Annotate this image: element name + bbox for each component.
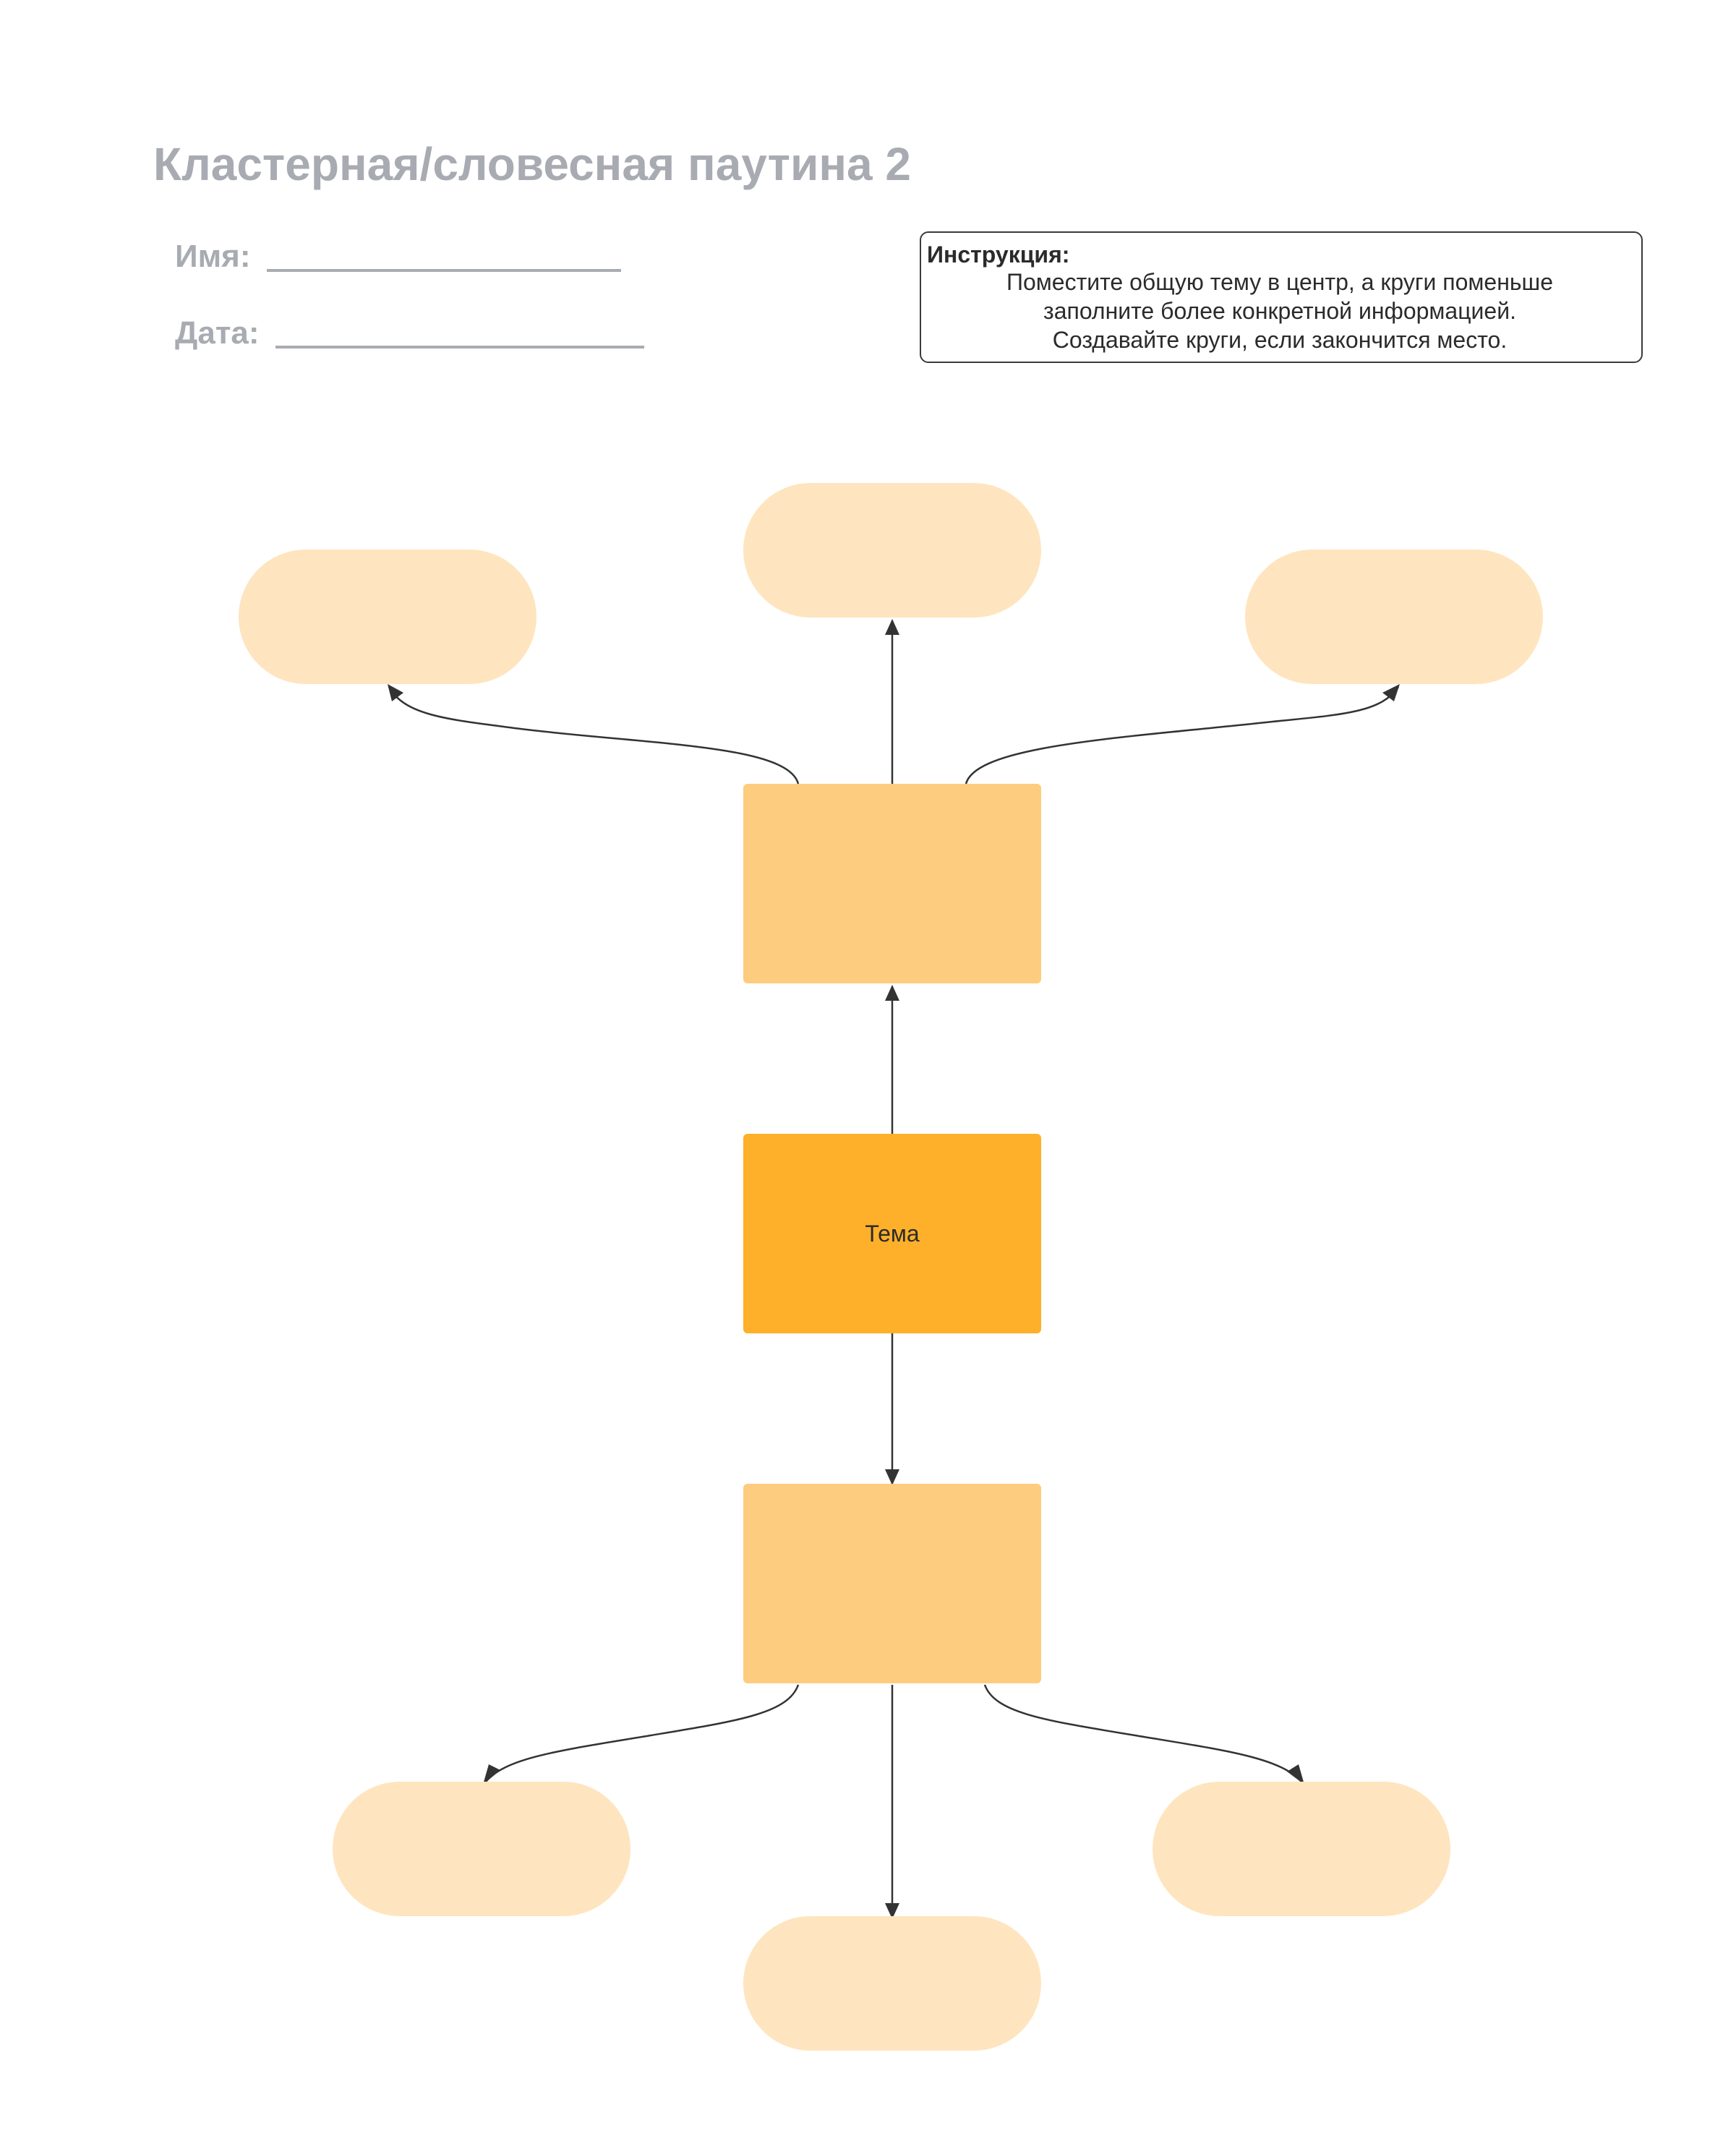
date-label: Дата:	[175, 315, 260, 351]
page-title: Кластерная/словесная паутина 2	[153, 138, 911, 190]
connector-arrow	[965, 686, 1400, 785]
detail-node-bottom[interactable]	[743, 1916, 1041, 2051]
arrowhead	[885, 1469, 899, 1485]
detail-node-lower-right[interactable]	[1153, 1782, 1450, 1916]
arrowhead	[1287, 1764, 1304, 1785]
topic-label: Тема	[865, 1220, 920, 1247]
arrowhead	[388, 684, 403, 701]
topic-node[interactable]: Тема	[743, 1134, 1041, 1333]
arrowhead	[885, 985, 899, 1001]
detail-node-top[interactable]	[743, 483, 1041, 618]
instructions-heading: Инструкция:	[927, 242, 1070, 268]
instructions-text: Поместите общую тему в центр, а круги по…	[927, 268, 1633, 354]
name-input-line[interactable]	[266, 237, 621, 272]
detail-node-upper-right[interactable]	[1245, 550, 1543, 684]
instructions-line: Создавайте круги, если закончится место.	[1052, 327, 1508, 353]
instructions-box: Инструкция: Поместите общую тему в центр…	[920, 231, 1643, 363]
detail-node-upper-left[interactable]	[239, 550, 536, 684]
instructions-line: Поместите общую тему в центр, а круги по…	[1006, 269, 1553, 295]
subtopic-node-upper[interactable]	[743, 784, 1041, 983]
subtopic-node-lower[interactable]	[743, 1484, 1041, 1683]
name-label: Имя:	[175, 239, 251, 274]
name-field: Имя:	[175, 237, 621, 275]
connector-arrow	[983, 1684, 1302, 1782]
date-input-line[interactable]	[275, 314, 644, 349]
connector-arrow	[485, 1684, 800, 1782]
instructions-line: заполните более конкретной информацией.	[1043, 298, 1516, 324]
arrowhead	[885, 1903, 899, 1919]
arrowhead	[483, 1764, 500, 1785]
arrowhead	[1382, 684, 1400, 701]
date-field: Дата:	[175, 314, 644, 351]
detail-node-lower-left[interactable]	[333, 1782, 630, 1916]
arrowhead	[885, 619, 899, 635]
connector-arrow	[388, 686, 800, 785]
